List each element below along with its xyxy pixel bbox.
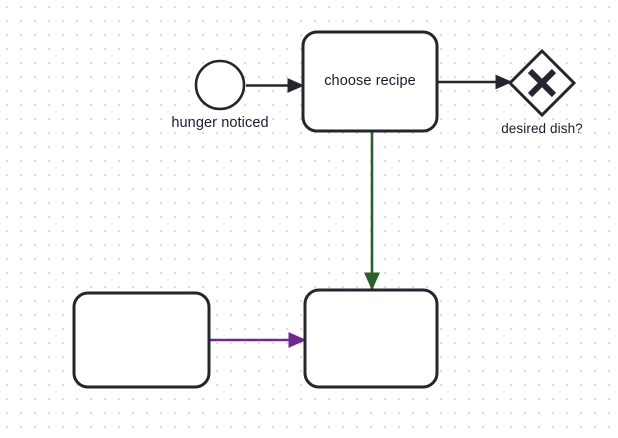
start-event-label: hunger noticed <box>171 115 269 131</box>
task-choose-recipe-shape[interactable] <box>301 30 439 133</box>
gateway-desired-dish-label: desired dish? <box>501 121 583 136</box>
task-lower-left-shape[interactable] <box>72 291 211 389</box>
gateway-exclusive-x-icon <box>527 68 557 98</box>
task-lower-right-shape[interactable] <box>303 288 439 389</box>
task-choose-recipe-label: choose recipe <box>324 73 416 89</box>
start-event-circle[interactable] <box>194 59 246 111</box>
